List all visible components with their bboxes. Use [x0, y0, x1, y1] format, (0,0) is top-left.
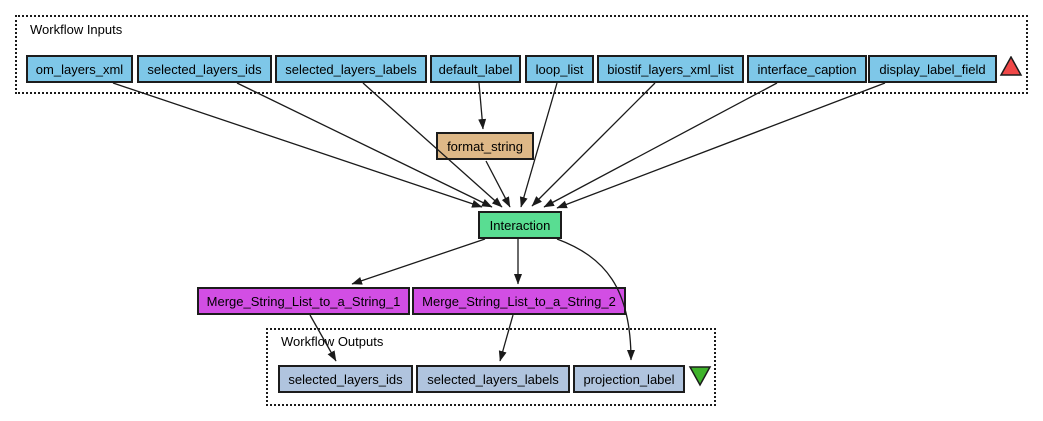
input-port-display-label-field[interactable]: display_label_field: [868, 55, 997, 83]
edge-interface-caption-to-interaction: [543, 82, 778, 208]
input-port-om-layers-xml[interactable]: om_layers_xml: [26, 55, 133, 83]
processor-merge-string-list-2[interactable]: Merge_String_List_to_a_String_2: [412, 287, 626, 315]
input-port-default-label[interactable]: default_label: [430, 55, 521, 83]
workflow-inputs-marker-icon: [999, 56, 1023, 76]
output-port-projection-label[interactable]: projection_label: [573, 365, 685, 393]
workflow-inputs-title: Workflow Inputs: [30, 22, 123, 37]
workflow-outputs-title: Workflow Outputs: [281, 334, 384, 349]
edge-biostif-layers-xml-list-to-interaction: [531, 82, 656, 207]
workflow-outputs-marker-icon: [688, 366, 712, 387]
processor-interaction[interactable]: Interaction: [478, 211, 562, 239]
input-port-selected-layers-labels[interactable]: selected_layers_labels: [275, 55, 427, 83]
edge-display-label-field-to-interaction: [556, 82, 886, 209]
edge-interaction-to-merge-1: [351, 238, 486, 285]
processor-format-string[interactable]: format_string: [436, 132, 534, 160]
edge-format-string-to-interaction: [485, 160, 511, 208]
output-port-selected-layers-ids[interactable]: selected_layers_ids: [278, 365, 413, 393]
input-port-interface-caption[interactable]: interface_caption: [747, 55, 867, 83]
workflow-outputs-group: [266, 328, 716, 406]
input-port-selected-layers-ids[interactable]: selected_layers_ids: [137, 55, 272, 83]
input-port-biostif-layers-xml-list[interactable]: biostif_layers_xml_list: [597, 55, 744, 83]
processor-merge-string-list-1[interactable]: Merge_String_List_to_a_String_1: [197, 287, 410, 315]
edge-om-layers-xml-to-interaction: [112, 82, 483, 208]
output-port-selected-layers-labels[interactable]: selected_layers_labels: [416, 365, 570, 393]
input-port-loop-list[interactable]: loop_list: [525, 55, 594, 83]
